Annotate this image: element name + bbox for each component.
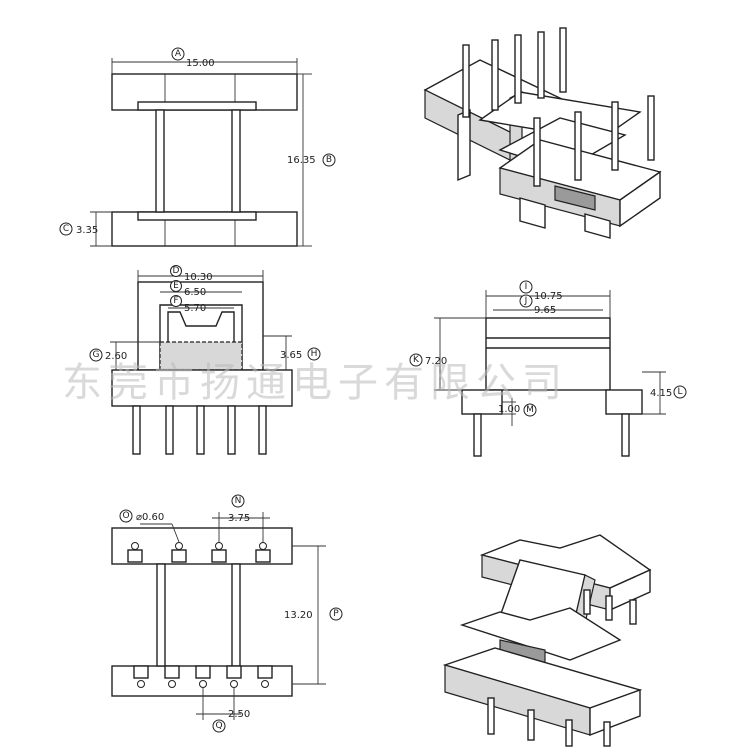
- dim-k-value: 7.20: [425, 356, 447, 367]
- dim-q-value: 2.50: [228, 709, 250, 720]
- dim-m-letter: M: [526, 405, 534, 415]
- watermark-text: 东莞市扬通电子有限公司: [62, 360, 568, 406]
- dim-n-value: 3.75: [228, 513, 250, 524]
- dim-i-marker: [519, 280, 533, 294]
- dim-p-value: 13.20: [284, 610, 313, 621]
- dim-n-marker: [231, 494, 245, 508]
- bottom-view-right-rail: [231, 563, 241, 667]
- dim-l-value: 4.15: [650, 388, 672, 399]
- bottom-view: O ⌀0.60 N 3.75 13.20 P 2.50 Q: [111, 494, 343, 733]
- front-view-pins: [132, 405, 267, 455]
- side-view-right-pin: [621, 413, 630, 457]
- dim-e-letter: E: [173, 281, 179, 291]
- dim-f-value: 5.70: [184, 303, 206, 314]
- dim-b-value: 16.35: [287, 155, 316, 166]
- dim-g-letter: G: [93, 350, 100, 360]
- side-view-right-foot: [605, 389, 643, 415]
- dim-e-marker: [170, 280, 182, 292]
- dim-q-letter: Q: [215, 721, 222, 731]
- dim-i-letter: I: [525, 282, 528, 292]
- front-view: D 10.30 E 6.50 F 5.70 G 2.60 3.65 H: [89, 265, 321, 455]
- bottom-view-upper-pins: [127, 542, 271, 563]
- isometric-view-upper: [423, 27, 662, 239]
- dim-c-letter: C: [63, 224, 69, 234]
- bottom-view-left-rail: [156, 563, 166, 667]
- dim-n-letter: N: [235, 496, 242, 506]
- dim-i-value: 10.75: [534, 291, 563, 302]
- dim-o-value: ⌀0.60: [136, 512, 164, 523]
- dim-d-value: 10.30: [184, 272, 213, 283]
- dim-c-marker: [59, 222, 73, 236]
- dim-g-value: 2.60: [105, 351, 127, 362]
- front-view-base: [111, 369, 293, 407]
- dim-q-marker: [212, 719, 226, 733]
- dim-h-value: 3.65: [280, 350, 302, 361]
- isometric-pins-lower: [487, 589, 637, 747]
- dim-o-leader: [171, 523, 180, 543]
- dim-j-marker: [519, 294, 533, 308]
- dim-b-marker: [322, 153, 336, 167]
- dim-a-letter: A: [175, 49, 182, 59]
- dim-j-value: 9.65: [534, 305, 556, 316]
- dim-o-marker: [119, 509, 133, 523]
- dim-l-marker: [673, 385, 687, 399]
- dim-o-letter: O: [122, 511, 129, 521]
- side-view-left-foot: [461, 389, 503, 415]
- side-view: I 10.75 J 9.65 K 7.20 4.15 L 1.00 M: [409, 280, 687, 457]
- top-view: A 15.00 16.35 B C 3.35: [59, 47, 336, 247]
- dim-h-letter: H: [311, 349, 318, 359]
- front-view-core-window: [159, 341, 243, 371]
- dim-f-letter: F: [173, 296, 178, 306]
- side-view-body: [485, 317, 611, 391]
- dim-j-letter: J: [524, 296, 528, 306]
- bottom-view-lower-pins: [133, 665, 273, 688]
- dim-b-letter: B: [326, 155, 332, 165]
- dim-c-value: 3.35: [76, 225, 98, 236]
- dim-g-marker: [89, 348, 103, 362]
- dim-d-marker: [170, 265, 182, 277]
- dim-d-letter: D: [173, 266, 180, 276]
- dim-m-marker: [523, 403, 537, 417]
- isometric-pins-upper: [462, 27, 655, 187]
- dim-a-marker: [171, 47, 185, 61]
- dim-k-letter: K: [413, 355, 420, 365]
- dim-p-letter: P: [333, 609, 339, 619]
- dim-p-marker: [329, 607, 343, 621]
- side-view-left-pin: [473, 413, 482, 457]
- dim-e-value: 6.50: [184, 287, 206, 298]
- top-view-right-rail: [231, 109, 241, 213]
- dim-a-value: 15.00: [186, 58, 215, 69]
- top-view-left-rail: [155, 109, 165, 213]
- dim-f-marker: [170, 295, 182, 307]
- dim-k-marker: [409, 353, 423, 367]
- dim-m-value: 1.00: [498, 404, 520, 415]
- dim-h-marker: [307, 347, 321, 361]
- isometric-view-lower: [442, 534, 652, 747]
- dim-l-letter: L: [677, 387, 682, 397]
